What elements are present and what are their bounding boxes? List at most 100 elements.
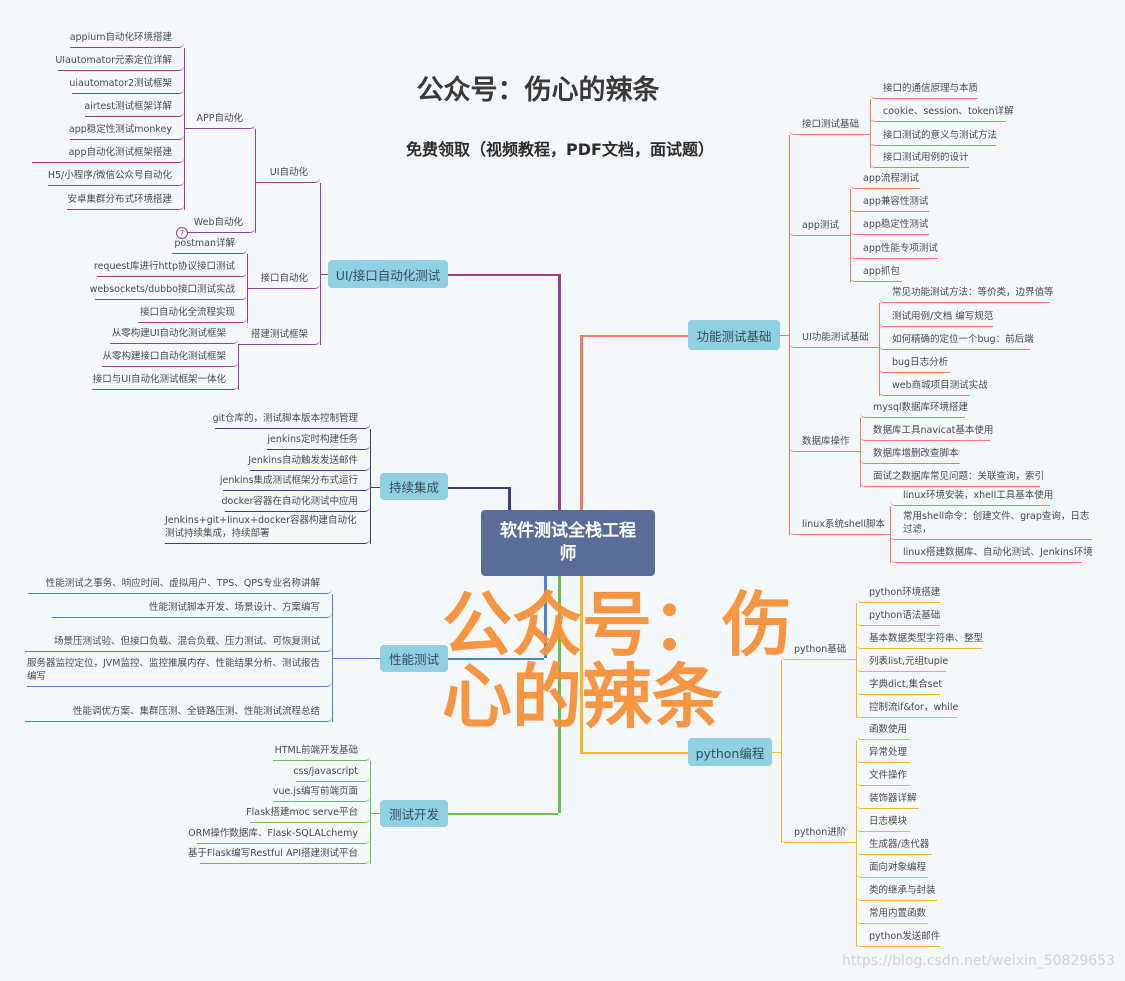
- topic-item[interactable]: 常用内置函数: [856, 906, 928, 924]
- topic-python-programming[interactable]: python编程: [688, 738, 772, 766]
- collapsed-count-badge[interactable]: 7: [176, 227, 188, 239]
- topic-item[interactable]: git仓库的，测试脚本版本控制管理: [213, 411, 370, 429]
- topic-item[interactable]: 日志模块: [856, 814, 910, 832]
- topic-continuous-integration[interactable]: 持续集成: [380, 473, 448, 500]
- subtopic-api-automation[interactable]: 接口自动化: [248, 271, 320, 289]
- topic-item[interactable]: 场景压测试验、但接口负载、混合负载、压力测试、可恢复测试: [25, 620, 332, 652]
- topic-item[interactable]: Jenkins自动触发发送邮件: [248, 453, 370, 471]
- subtopic-app-testing[interactable]: app测试: [789, 218, 850, 236]
- topic-item[interactable]: uiautomator2测试框架: [69, 76, 184, 94]
- connector-line: [879, 303, 880, 396]
- topic-item[interactable]: 异常处理: [856, 745, 910, 763]
- topic-item[interactable]: app稳定性测试monkey: [69, 122, 184, 140]
- connector-line: [370, 487, 380, 488]
- topic-item[interactable]: 接口测试的意义与测试方法: [870, 128, 997, 146]
- connector-line: [772, 752, 781, 753]
- topic-item[interactable]: 文件操作: [856, 768, 910, 786]
- topic-item[interactable]: 基本数据类型字符串、整型: [856, 631, 983, 649]
- topic-item[interactable]: 面向对象编程: [856, 860, 928, 878]
- subtopic-python-advanced[interactable]: python进阶: [781, 825, 856, 843]
- topic-item[interactable]: docker容器在自动化测试中应用: [222, 494, 370, 512]
- topic-item[interactable]: 性能测试脚本开发、场景设计、方案编写: [52, 600, 332, 618]
- topic-item[interactable]: websockets/dubbo接口测试实战: [90, 282, 247, 300]
- connector-line: [370, 761, 371, 864]
- topic-item[interactable]: jenkins定时构建任务: [267, 432, 370, 450]
- connector-line: [508, 487, 511, 512]
- topic-item[interactable]: postman详解: [172, 236, 247, 254]
- topic-item[interactable]: 数据库工具navicat基本使用: [860, 423, 993, 441]
- topic-item[interactable]: python语法基础: [856, 608, 940, 626]
- topic-item[interactable]: 性能调优方案、集群压测、全链路压测、性能测试流程总结: [25, 690, 332, 722]
- subtopic-api-basics[interactable]: 接口测试基础: [789, 117, 870, 135]
- connector-line: [448, 274, 558, 276]
- topic-functional-testing[interactable]: 功能测试基础: [688, 320, 780, 350]
- topic-item[interactable]: 生成器/迭代器: [856, 837, 932, 855]
- topic-item[interactable]: css/javascript: [293, 764, 370, 782]
- topic-item[interactable]: 接口自动化全流程实现: [138, 305, 247, 323]
- topic-item[interactable]: 常见功能测试方法：等价类，边界值等: [879, 285, 1054, 303]
- topic-item[interactable]: python发送邮件: [856, 929, 940, 947]
- topic-item[interactable]: app抓包: [850, 264, 902, 282]
- topic-item[interactable]: linux环境安装，xhell工具基本使用: [890, 488, 1053, 506]
- connector-line: [238, 344, 239, 390]
- topic-performance-testing[interactable]: 性能测试: [380, 645, 448, 672]
- topic-item[interactable]: Jenkins+git+linux+docker容器构建自动化测试持续集成，持续…: [165, 512, 370, 544]
- topic-item[interactable]: 函数使用: [856, 722, 910, 740]
- topic-item[interactable]: Flask搭建moc serve平台: [246, 805, 370, 823]
- subtopic-linux-shell[interactable]: linux系统shell脚本: [789, 517, 890, 535]
- connector-line: [370, 813, 380, 814]
- topic-item[interactable]: UIautomator元素定位详解: [55, 53, 184, 71]
- topic-item[interactable]: 服务器监控定位，JVM监控、监控推展内存、性能结果分析、测试报告编写: [27, 655, 332, 687]
- topic-item[interactable]: 从零构建UI自动化测试框架: [110, 326, 238, 344]
- topic-item[interactable]: 如何精确的定位一个bug：前后端: [879, 332, 1034, 350]
- topic-item[interactable]: 装饰器详解: [856, 791, 919, 809]
- topic-item[interactable]: 安卓集群分布式环境搭建: [67, 192, 184, 210]
- subtopic-ui-automation[interactable]: UI自动化: [255, 165, 320, 183]
- topic-item[interactable]: vue.js编写前端页面: [273, 784, 370, 802]
- topic-item[interactable]: 测试用例/文档 编写规范: [879, 309, 993, 327]
- subtopic-ui-functional[interactable]: UI功能测试基础: [789, 330, 879, 348]
- topic-item[interactable]: cookie、session、token详解: [870, 104, 1014, 122]
- topic-item[interactable]: H5/小程序/微信公众号自动化: [48, 168, 184, 186]
- topic-test-development[interactable]: 测试开发: [380, 800, 448, 827]
- subtopic-framework[interactable]: 搭建测试框架: [238, 327, 320, 345]
- subtopic-python-basics[interactable]: python基础: [781, 642, 856, 660]
- topic-item[interactable]: app自动化测试框架搭建: [32, 145, 184, 163]
- topic-item[interactable]: 面试之数据库常见问题：关联查询，索引: [860, 469, 1044, 487]
- topic-item[interactable]: 从零构建接口自动化测试框架: [102, 349, 238, 367]
- watermark-text: 公众号：伤心的辣条: [442, 584, 792, 738]
- topic-item[interactable]: 接口测试用例的设计: [870, 150, 969, 168]
- topic-item[interactable]: 常用shell命令：创建文件、grap查询，日志过滤，: [890, 508, 1092, 540]
- topic-item[interactable]: 字典dict,集合set: [856, 677, 942, 695]
- topic-item[interactable]: jenkins集成测试框架分布式运行: [220, 473, 370, 491]
- topic-item[interactable]: HTML前端开发基础: [273, 743, 370, 761]
- topic-item[interactable]: mysql数据库环境搭建: [860, 400, 968, 418]
- topic-item[interactable]: 性能测试之事务、响应时间、虚拟用户、TPS、QPS专业名称讲解: [28, 562, 332, 594]
- topic-item[interactable]: app兼容性测试: [850, 194, 929, 212]
- connector-line: [448, 487, 508, 489]
- topic-ui-api-automation[interactable]: UI/接口自动化测试: [328, 260, 448, 288]
- topic-item[interactable]: app性能专项测试: [850, 241, 938, 259]
- topic-item[interactable]: 控制流if&for，while: [856, 700, 958, 718]
- topic-item[interactable]: linux搭建数据库、自动化测试、Jenkins环境: [890, 545, 1093, 563]
- topic-item[interactable]: ORM操作数据库、Flask-SQLALchemy: [188, 826, 370, 844]
- topic-item[interactable]: request库进行http协议接口测试: [94, 259, 247, 277]
- topic-item[interactable]: app流程测试: [850, 171, 920, 189]
- subtopic-database[interactable]: 数据库操作: [789, 434, 860, 452]
- topic-item[interactable]: app稳定性测试: [850, 217, 929, 235]
- topic-item[interactable]: 数据库增删改查脚本: [860, 446, 960, 464]
- topic-item[interactable]: python环境搭建: [856, 585, 940, 603]
- topic-item[interactable]: web商城项目测试实战: [879, 378, 988, 396]
- topic-item[interactable]: 接口的通信原理与本质: [870, 81, 978, 99]
- central-topic[interactable]: 软件测试全栈工程师: [481, 510, 655, 576]
- topic-item[interactable]: 基于Flask编写Restful API搭建测试平台: [188, 846, 370, 864]
- subtopic-web-automation[interactable]: Web自动化: [184, 215, 255, 233]
- topic-item[interactable]: 接口与UI自动化测试框架一体化: [92, 372, 238, 390]
- topic-item[interactable]: airtest测试框架详解: [84, 99, 184, 117]
- topic-item[interactable]: bug日志分析: [879, 355, 950, 373]
- topic-item[interactable]: appium自动化环境搭建: [70, 30, 184, 48]
- subtopic-app-automation[interactable]: APP自动化: [184, 111, 255, 129]
- connector-line: [544, 576, 547, 658]
- topic-item[interactable]: 类的继承与封装: [856, 883, 937, 901]
- topic-item[interactable]: 列表list,元组tuple: [856, 654, 948, 672]
